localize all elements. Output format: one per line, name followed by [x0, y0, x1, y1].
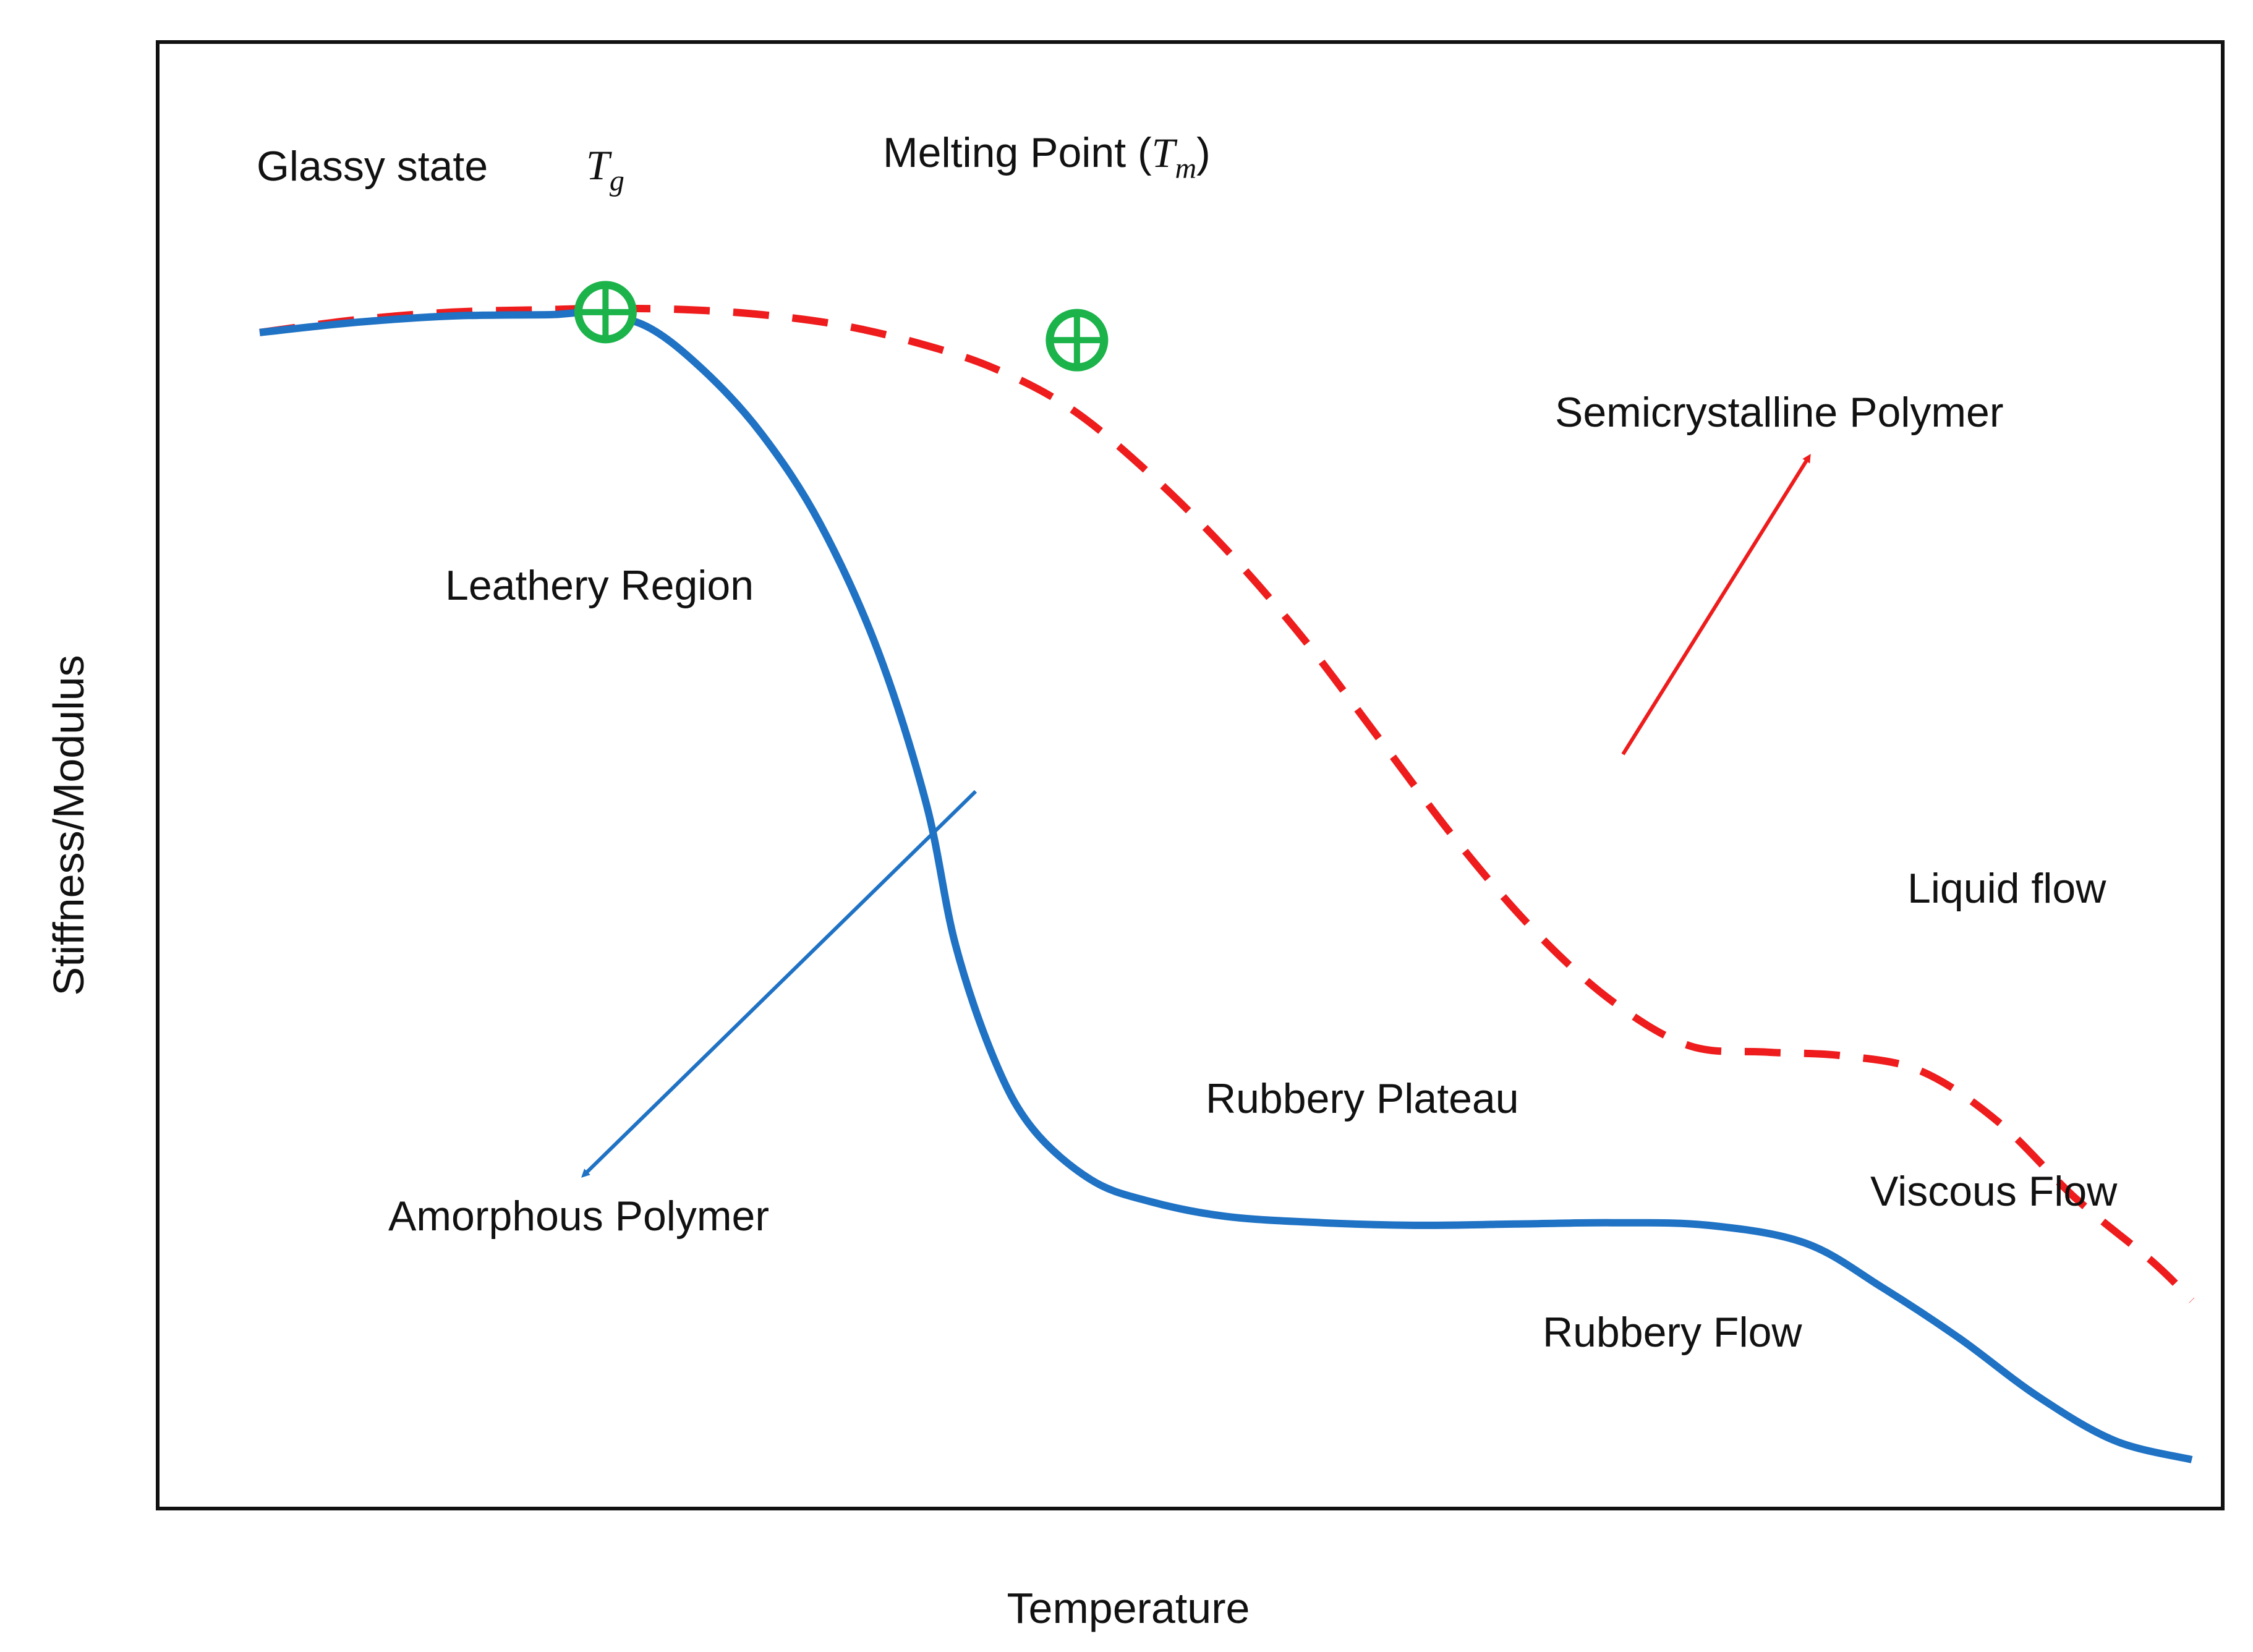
annotation-viscous-flow: Viscous Flow — [1870, 1168, 2118, 1215]
y-axis-label: Stiffness/Modulus — [45, 655, 93, 995]
tg-symbol: T — [586, 142, 612, 189]
annotation-rubbery-flow: Rubbery Flow — [1543, 1309, 1802, 1356]
tg-marker — [574, 281, 637, 344]
x-axis-label: Temperature — [1007, 1584, 1250, 1632]
leader-arrow-semicrystalline — [1621, 454, 1811, 756]
annotation-liquid-flow: Liquid flow — [1907, 865, 2106, 912]
tg-subscript: g — [610, 164, 624, 197]
tm-text: Melting Point ( — [883, 129, 1152, 176]
plot-frame — [156, 40, 2225, 1510]
tg-label: Tg — [586, 142, 624, 197]
legend-label-semicrystalline: Semicrystalline Polymer — [1555, 389, 2004, 436]
legend-label-amorphous: Amorphous Polymer — [388, 1193, 769, 1240]
marker-layer — [574, 281, 1109, 372]
tm-marker — [1046, 309, 1109, 372]
annotation-glassy-state: Glassy state — [257, 143, 488, 190]
tm-symbol: T — [1152, 129, 1178, 176]
leader-arrow-amorphous — [581, 790, 977, 1178]
series-line-semicrystalline — [259, 304, 2195, 1303]
tm-label: Melting Point (Tm) — [883, 129, 1211, 185]
tm-close-paren: ) — [1196, 129, 1211, 176]
tm-subscript: m — [1175, 152, 1196, 185]
annotation-leathery-region: Leathery Region — [445, 562, 754, 609]
arrow-layer — [581, 454, 1811, 1178]
series-line-amorphous — [259, 309, 2193, 1463]
series-layer — [259, 304, 2195, 1463]
annotation-rubbery-plateau: Rubbery Plateau — [1206, 1075, 1519, 1122]
